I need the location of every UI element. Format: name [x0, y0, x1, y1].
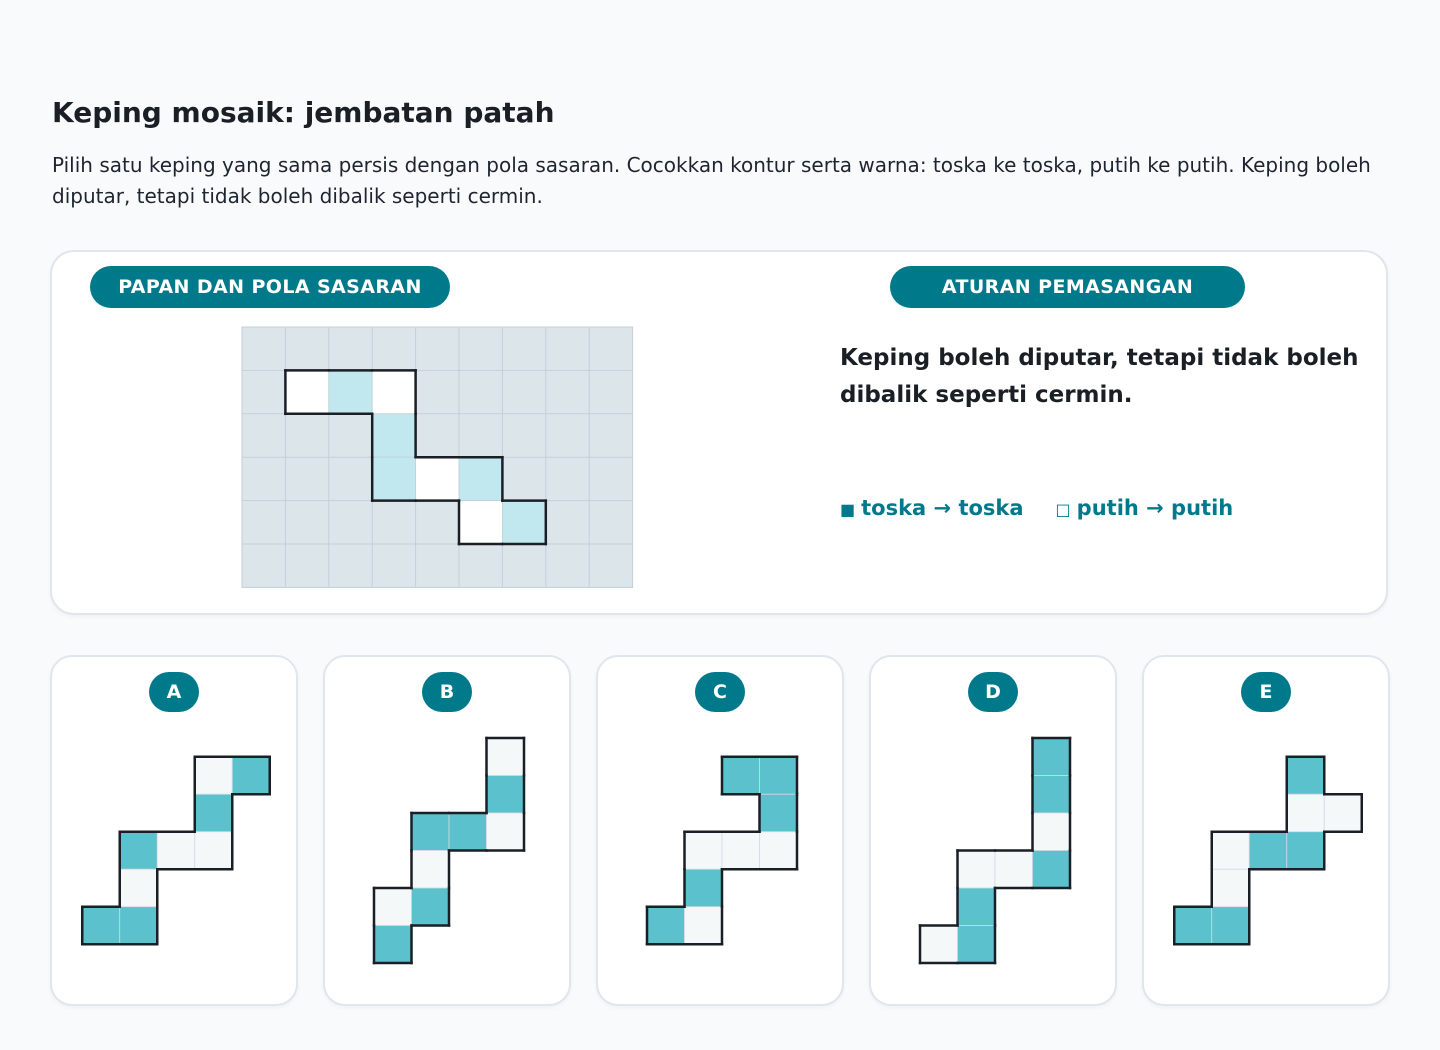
- teal-square-icon: ■: [840, 500, 856, 519]
- option-piece-c: [645, 755, 799, 946]
- piece-cell-white: [486, 737, 525, 776]
- piece-cell-teal: [759, 756, 798, 795]
- piece-cell-teal: [373, 925, 412, 964]
- board-panel-label: PAPAN DAN POLA SASARAN: [90, 266, 450, 308]
- white-square-icon: □: [1055, 500, 1071, 519]
- option-badge-b: B: [422, 672, 472, 712]
- piece-cell-teal: [1173, 906, 1213, 945]
- option-piece-a: [81, 755, 271, 946]
- target-cell-teal: [458, 456, 503, 501]
- piece-cell-teal: [1211, 906, 1250, 945]
- piece-cell-teal: [486, 775, 525, 814]
- piece-cell-teal: [119, 831, 158, 870]
- option-piece-e: [1173, 755, 1363, 946]
- piece-cell-teal: [194, 793, 233, 833]
- piece-cell-white: [119, 868, 158, 908]
- target-cell-white: [285, 370, 330, 415]
- piece-cell-white: [759, 831, 798, 870]
- rule-text: Keping boleh diputar, tetapi tidak boleh…: [840, 345, 1359, 408]
- piece-cell-white: [373, 887, 412, 926]
- option-badge-e: E: [1241, 672, 1291, 712]
- option-card-d[interactable]: D: [869, 655, 1117, 1006]
- target-board: [241, 326, 634, 588]
- piece-cell-white: [194, 756, 233, 795]
- piece-cell-teal: [957, 925, 996, 964]
- piece-cell-white: [411, 850, 450, 889]
- piece-cell-white: [1211, 868, 1250, 908]
- piece-cell-white: [1211, 831, 1250, 870]
- piece-cell-teal: [759, 793, 798, 833]
- legend-white: □ putih → putih: [1056, 496, 1234, 520]
- piece-cell-white: [486, 812, 525, 851]
- target-cell-white: [458, 500, 503, 545]
- option-badge-a: A: [149, 672, 199, 712]
- piece-cell-white: [957, 850, 996, 889]
- legend-white-label: putih → putih: [1076, 496, 1234, 520]
- piece-cell-white: [684, 831, 723, 870]
- option-card-c[interactable]: C: [596, 655, 844, 1006]
- piece-cell-teal: [721, 756, 760, 795]
- option-card-e[interactable]: E: [1142, 655, 1390, 1006]
- target-cell-teal: [371, 456, 416, 501]
- option-badge-d: D: [968, 672, 1018, 712]
- piece-cell-white: [721, 831, 760, 870]
- piece-cell-teal: [957, 887, 996, 926]
- target-cell-white: [415, 456, 460, 501]
- piece-cell-white: [194, 831, 233, 870]
- rules-panel-label: ATURAN PEMASANGAN: [890, 266, 1245, 308]
- piece-cell-teal: [411, 887, 450, 926]
- piece-cell-white: [156, 831, 196, 870]
- piece-cell-white: [919, 925, 958, 964]
- color-legend: ■ toska → toska □ putih → putih: [840, 496, 1233, 520]
- piece-cell-teal: [684, 868, 723, 908]
- piece-cell-white: [1323, 793, 1363, 833]
- option-card-a[interactable]: A: [50, 655, 298, 1006]
- piece-cell-teal: [1032, 850, 1071, 889]
- option-card-b[interactable]: B: [323, 655, 571, 1006]
- legend-teal-label: toska → toska: [861, 496, 1024, 520]
- legend-teal: ■ toska → toska: [840, 496, 1024, 520]
- piece-cell-teal: [646, 906, 685, 945]
- piece-cell-teal: [1032, 737, 1071, 776]
- piece-cell-white: [684, 906, 723, 945]
- page-title: Keping mosaik: jembatan patah: [52, 96, 555, 129]
- target-cell-teal: [501, 500, 547, 545]
- option-badge-c: C: [695, 672, 745, 712]
- piece-cell-teal: [81, 906, 121, 945]
- target-cell-white: [371, 370, 416, 415]
- piece-cell-teal: [119, 906, 158, 945]
- piece-cell-white: [994, 850, 1033, 889]
- piece-cell-teal: [1032, 775, 1071, 814]
- option-piece-b: [372, 736, 526, 965]
- instructions-text: Pilih satu keping yang sama persis denga…: [52, 153, 1371, 208]
- piece-cell-teal: [1248, 831, 1288, 870]
- piece-cell-white: [1286, 793, 1325, 833]
- piece-cell-teal: [448, 812, 487, 851]
- piece-cell-teal: [1286, 831, 1325, 870]
- option-piece-d: [918, 736, 1072, 965]
- target-cell-teal: [328, 370, 373, 415]
- piece-cell-white: [1032, 812, 1071, 851]
- piece-cell-teal: [1286, 756, 1325, 795]
- target-cell-teal: [371, 413, 416, 458]
- piece-cell-teal: [231, 756, 271, 795]
- piece-cell-teal: [411, 812, 450, 851]
